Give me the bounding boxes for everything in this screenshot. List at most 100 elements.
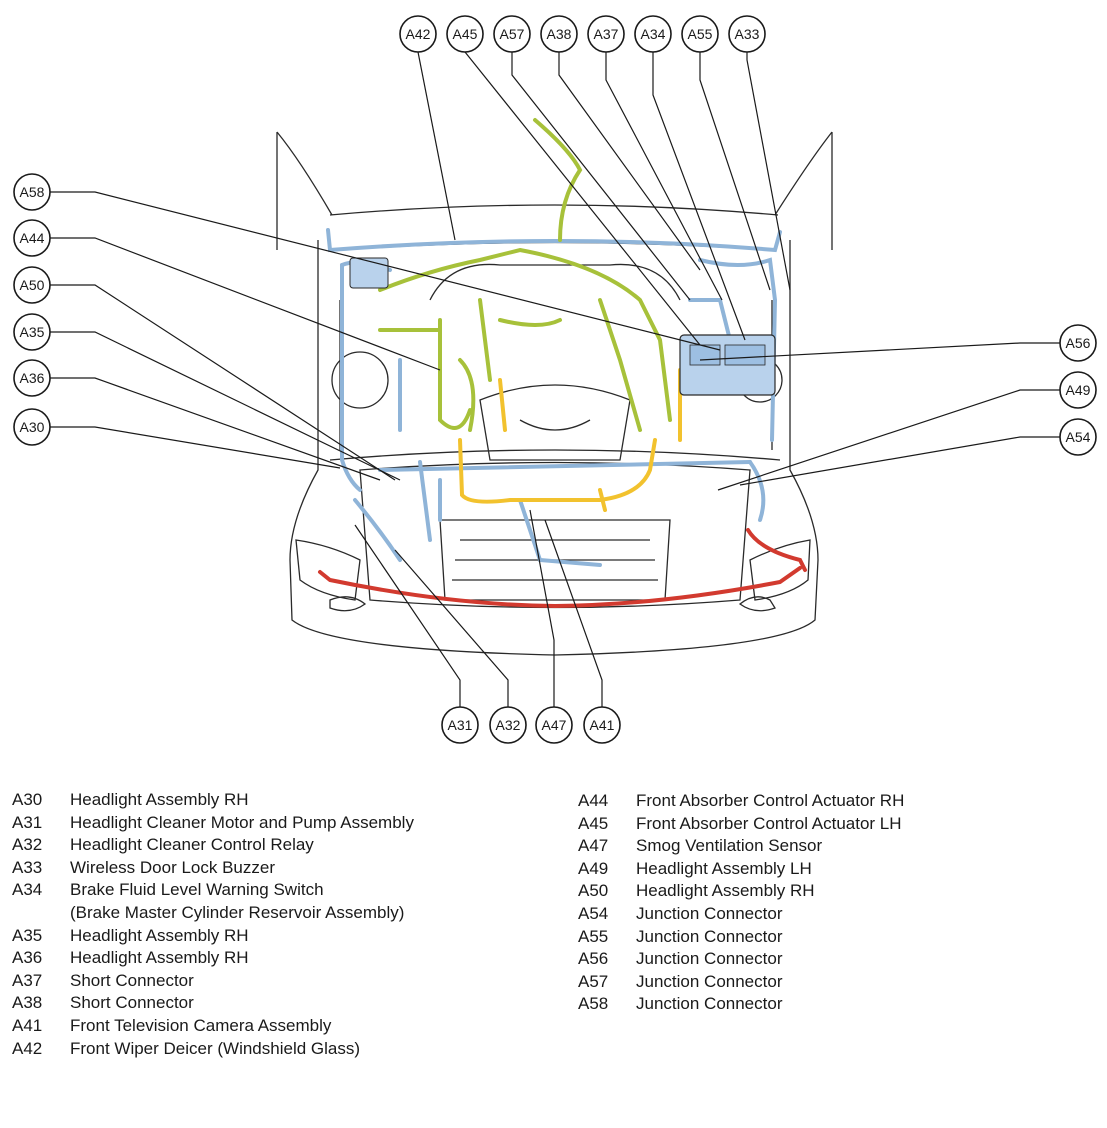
- callout-a42: A42: [399, 15, 437, 53]
- svg-text:A58: A58: [20, 184, 45, 200]
- legend-desc: Junction Connector: [636, 926, 783, 946]
- legend-code: A42: [12, 1038, 43, 1058]
- svg-text:A44: A44: [20, 230, 45, 246]
- legend-row: A42 Front Wiper Deicer (Windshield Glass): [12, 1038, 414, 1061]
- legend-code: A37: [12, 970, 43, 990]
- legend-row: A41 Front Television Camera Assembly: [12, 1015, 414, 1038]
- svg-text:A55: A55: [688, 26, 713, 42]
- wire-harness-green: [378, 118, 672, 432]
- callout-a34: A34: [634, 15, 672, 53]
- legend-code: A32: [12, 835, 43, 855]
- legend-desc: Front Television Camera Assembly: [70, 1015, 332, 1035]
- legend-row: A47 Smog Ventilation Sensor: [578, 835, 904, 858]
- callout-a55: A55: [681, 15, 719, 53]
- legend-desc: Front Absorber Control Actuator RH: [636, 791, 905, 810]
- legend-code: A54: [578, 903, 609, 923]
- legend-row: A56 Junction Connector: [578, 948, 904, 971]
- legend-desc: Smog Ventilation Sensor: [636, 836, 823, 856]
- legend-code: [12, 902, 70, 925]
- callout-a31: A31: [441, 706, 479, 744]
- callout-a54: A54: [1059, 418, 1097, 456]
- legend-code: A49: [578, 858, 609, 878]
- legend-row: A33 Wireless Door Lock Buzzer: [12, 857, 414, 880]
- callout-a37: A37: [587, 15, 625, 53]
- callout-a44: A44: [13, 219, 51, 257]
- legend-code: A55: [578, 926, 609, 946]
- callouts-bottom: A31 A32 A47 A41: [441, 706, 621, 744]
- legend-desc: Headlight Assembly LH: [636, 858, 812, 878]
- leader-lines: [50, 51, 1060, 707]
- legend-desc: Junction Connector: [636, 903, 783, 923]
- legend-desc: Front Wiper Deicer (Windshield Glass): [70, 1038, 361, 1058]
- legend-desc: Wireless Door Lock Buzzer: [70, 857, 276, 877]
- svg-text:A36: A36: [20, 370, 45, 386]
- legend-desc: Short Connector: [70, 970, 194, 990]
- legend-row: A30 Headlight Assembly RH: [12, 789, 414, 812]
- callout-a35: A35: [13, 313, 51, 351]
- legend-code: A38: [12, 993, 43, 1013]
- svg-text:A42: A42: [406, 26, 431, 42]
- legend-desc: Junction Connector: [636, 971, 783, 991]
- legend-row: A32 Headlight Cleaner Control Relay: [12, 834, 414, 857]
- svg-text:A47: A47: [542, 717, 567, 733]
- callouts-right: A56 A49 A54: [1059, 324, 1097, 456]
- svg-text:A49: A49: [1066, 382, 1091, 398]
- svg-text:A37: A37: [594, 26, 619, 42]
- legend-desc: Front Absorber Control Actuator LH: [636, 813, 902, 833]
- legend-desc: (Brake Master Cylinder Reservoir Assembl…: [70, 902, 405, 922]
- svg-text:A56: A56: [1066, 335, 1091, 351]
- svg-text:A34: A34: [641, 26, 666, 42]
- svg-text:A50: A50: [20, 277, 45, 293]
- svg-text:A38: A38: [547, 26, 572, 42]
- legend-desc: Headlight Cleaner Motor and Pump Assembl…: [70, 812, 414, 832]
- legend-code: A36: [12, 948, 43, 968]
- legend-code: A56: [578, 949, 609, 969]
- callout-a49: A49: [1059, 371, 1097, 409]
- legend-desc: Headlight Cleaner Control Relay: [70, 835, 314, 855]
- legend-code: A30: [12, 790, 43, 809]
- svg-text:A45: A45: [453, 26, 478, 42]
- legend-desc: Short Connector: [70, 993, 194, 1013]
- svg-text:A32: A32: [496, 717, 521, 733]
- legend-code: A41: [12, 1015, 43, 1035]
- legend-code: A34: [12, 880, 43, 900]
- legend-row: (Brake Master Cylinder Reservoir Assembl…: [12, 902, 414, 925]
- legend-row: A55 Junction Connector: [578, 926, 904, 949]
- legend-code: A57: [578, 971, 609, 991]
- legend-desc: Headlight Assembly RH: [70, 948, 249, 968]
- svg-text:A31: A31: [448, 717, 473, 733]
- legend-row: A36 Headlight Assembly RH: [12, 947, 414, 970]
- legend-row: A54 Junction Connector: [578, 903, 904, 926]
- callout-a33: A33: [728, 15, 766, 53]
- legend-code: A47: [578, 836, 609, 856]
- legend-desc: Headlight Assembly RH: [70, 790, 249, 809]
- legend-code: A35: [12, 925, 43, 945]
- callouts-top: A42 A45 A57 A38 A37 A34 A55 A33: [399, 15, 766, 53]
- legend-row: A35 Headlight Assembly RH: [12, 925, 414, 948]
- legend-row: A49 Headlight Assembly LH: [578, 858, 904, 881]
- svg-text:A35: A35: [20, 324, 45, 340]
- svg-text:A54: A54: [1066, 429, 1091, 445]
- svg-text:A30: A30: [20, 419, 45, 435]
- wire-harness-yellow: [458, 368, 682, 512]
- callout-a38: A38: [540, 15, 578, 53]
- legend-code: A31: [12, 812, 43, 832]
- callout-a50: A50: [13, 266, 51, 304]
- svg-text:A41: A41: [590, 717, 615, 733]
- wire-harness-red: [318, 528, 807, 609]
- svg-text:A33: A33: [735, 26, 760, 42]
- legend-desc: Junction Connector: [636, 949, 783, 969]
- legend-row: A57 Junction Connector: [578, 971, 904, 994]
- legend-desc: Brake Fluid Level Warning Switch: [70, 880, 324, 900]
- callout-a41: A41: [583, 706, 621, 744]
- legend-code: A33: [12, 857, 43, 877]
- legend-row: A31 Headlight Cleaner Motor and Pump Asse…: [12, 812, 414, 835]
- legend-desc: Headlight Assembly RH: [70, 925, 249, 945]
- legend-code: A58: [578, 994, 609, 1014]
- callout-a58: A58: [13, 173, 51, 211]
- legend-desc: Headlight Assembly RH: [636, 881, 815, 901]
